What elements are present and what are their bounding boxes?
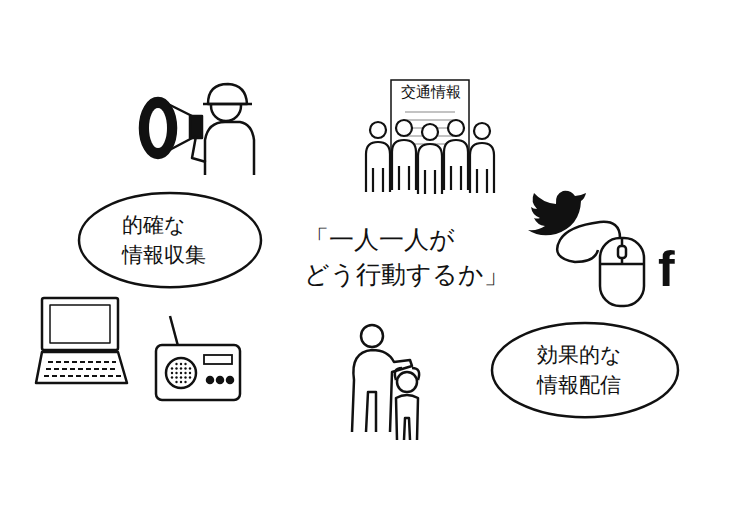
ellipse-outline <box>77 191 263 289</box>
adult-child-figure <box>352 325 419 440</box>
radio-icon <box>156 316 240 400</box>
ellipse-node: 的確な 情報収集 <box>77 191 263 289</box>
traffic-info-board <box>366 80 494 194</box>
mouse-icon <box>557 222 644 306</box>
facebook-logo: f <box>658 244 675 294</box>
node-text: 効果的な 情報配信 <box>537 340 634 401</box>
megaphone-man <box>140 84 254 175</box>
bird-logo <box>528 191 586 235</box>
node-text: 的確な 情報収集 <box>122 210 219 271</box>
ellipse-node: 効果的な 情報配信 <box>490 321 680 419</box>
center-message: 「一人一人が どう行動するか」 <box>304 222 512 292</box>
board-title: 交通情報 <box>399 82 463 103</box>
ellipse-outline <box>490 321 680 419</box>
laptop-icon <box>36 298 127 383</box>
